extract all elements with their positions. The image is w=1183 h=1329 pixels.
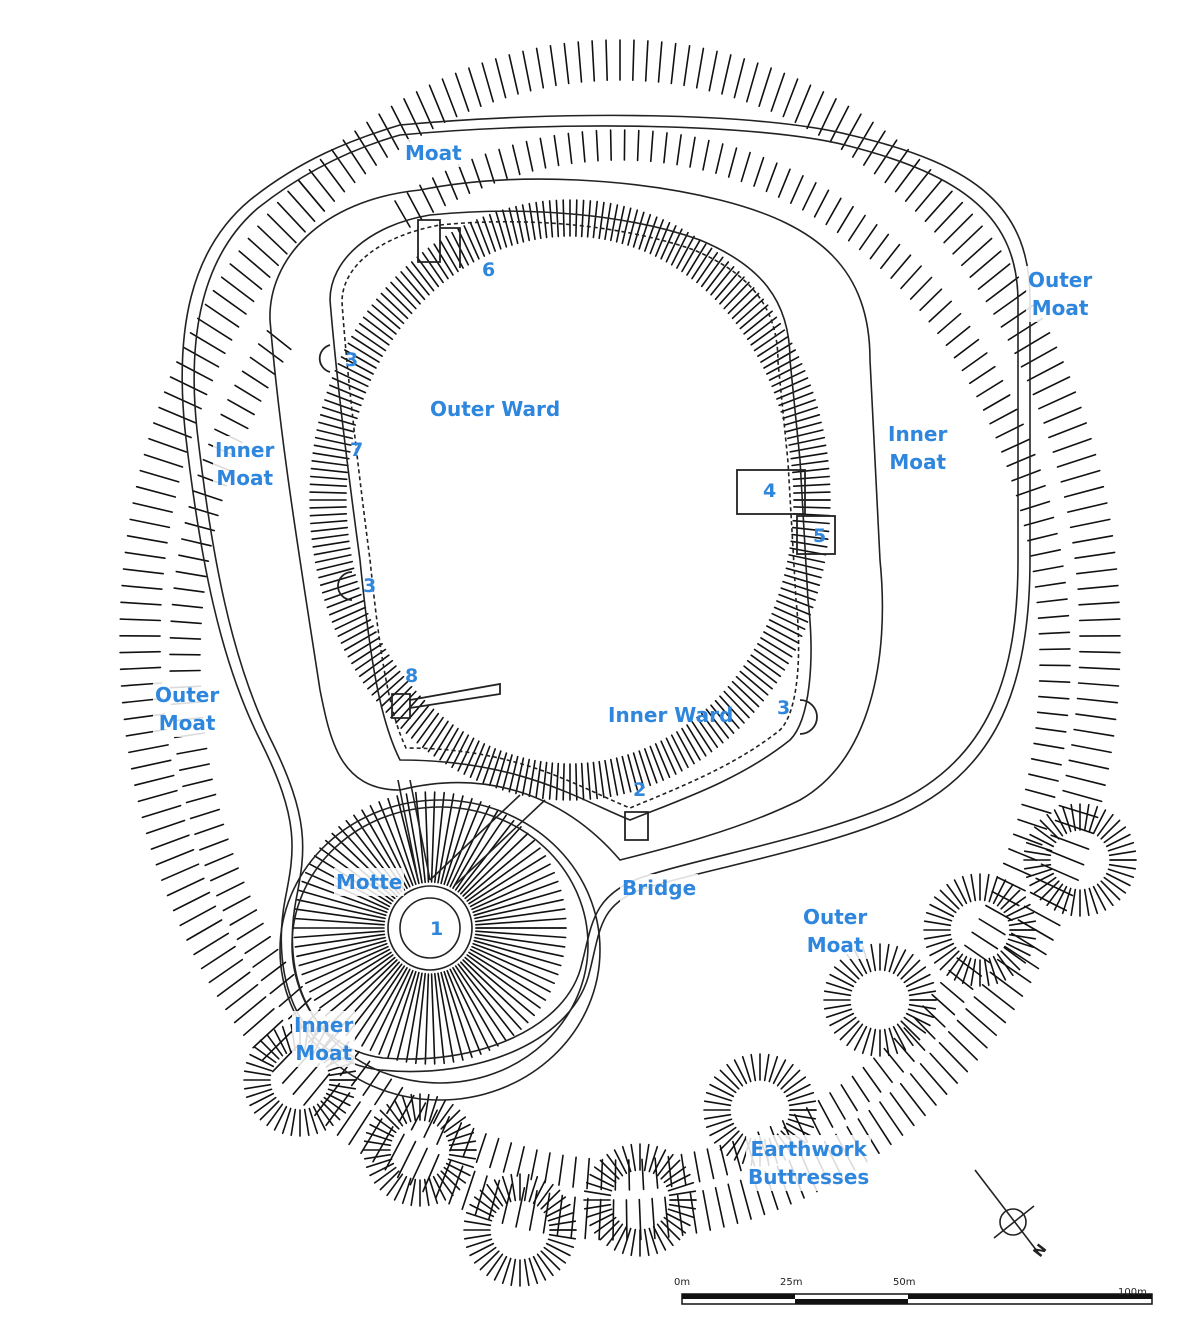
marker-1: 1 — [430, 918, 444, 940]
marker-7: 7 — [350, 439, 364, 461]
label-inner-moat-e: Inner Moat — [888, 422, 948, 474]
label-inner-moat-w: Inner Moat — [213, 436, 277, 492]
ward-wall — [329, 210, 812, 821]
building-8 — [391, 682, 501, 719]
scale-label-25: 25m — [780, 1277, 803, 1288]
marker-5: 5 — [813, 525, 827, 547]
outer-bank-line — [181, 114, 1031, 1073]
motte-ditch — [279, 799, 601, 1101]
tower-3a — [318, 344, 331, 373]
label-outer-moat-s: Outer Moat — [801, 903, 870, 959]
marker-3-east: 3 — [777, 697, 791, 719]
marker-3-west: 3 — [363, 575, 377, 597]
marker-6: 6 — [482, 259, 496, 281]
bridge-walls — [429, 794, 546, 886]
tower-3b — [337, 571, 353, 601]
marker-8: 8 — [405, 665, 419, 687]
ditch-lines — [181, 114, 1031, 1101]
scale-label-0: 0m — [674, 1277, 691, 1288]
label-inner-moat-sw: Inner Moat — [292, 1011, 356, 1067]
marker-2: 2 — [633, 779, 647, 801]
tower-3c — [799, 699, 818, 735]
motte-spur — [397, 779, 431, 881]
motte-top — [387, 885, 473, 971]
outer-bank-line-inner — [193, 125, 1019, 1060]
earthwork-hachures — [119, 39, 1137, 1287]
building-6 — [417, 219, 461, 268]
label-motte: Motte — [334, 868, 405, 896]
label-outer-ward: Outer Ward — [430, 397, 561, 421]
buildings — [318, 219, 836, 841]
label-inner-ward: Inner Ward — [608, 703, 734, 727]
scale-label-100: 100m — [1118, 1287, 1147, 1298]
label-outer-moat-w: Outer Moat — [153, 681, 222, 737]
marker-3-north: 3 — [345, 349, 359, 371]
motte-top-inner — [399, 897, 461, 959]
gate-2 — [624, 811, 649, 841]
label-moat-top: Moat — [403, 139, 464, 167]
label-earthwork-buttresses: Earthwork Buttresses — [746, 1135, 872, 1191]
ward-bank-line — [269, 178, 884, 861]
label-outer-moat-ne: Outer Moat — [1026, 266, 1095, 322]
label-bridge: Bridge — [620, 874, 699, 902]
scale-label-50: 50m — [893, 1277, 916, 1288]
motte-ditch-inner — [291, 806, 589, 1084]
scale-bar — [681, 1293, 1153, 1305]
building-5 — [796, 515, 836, 555]
building-4 — [736, 469, 806, 515]
marker-4: 4 — [763, 480, 777, 502]
ward-wall-inner — [341, 220, 800, 809]
